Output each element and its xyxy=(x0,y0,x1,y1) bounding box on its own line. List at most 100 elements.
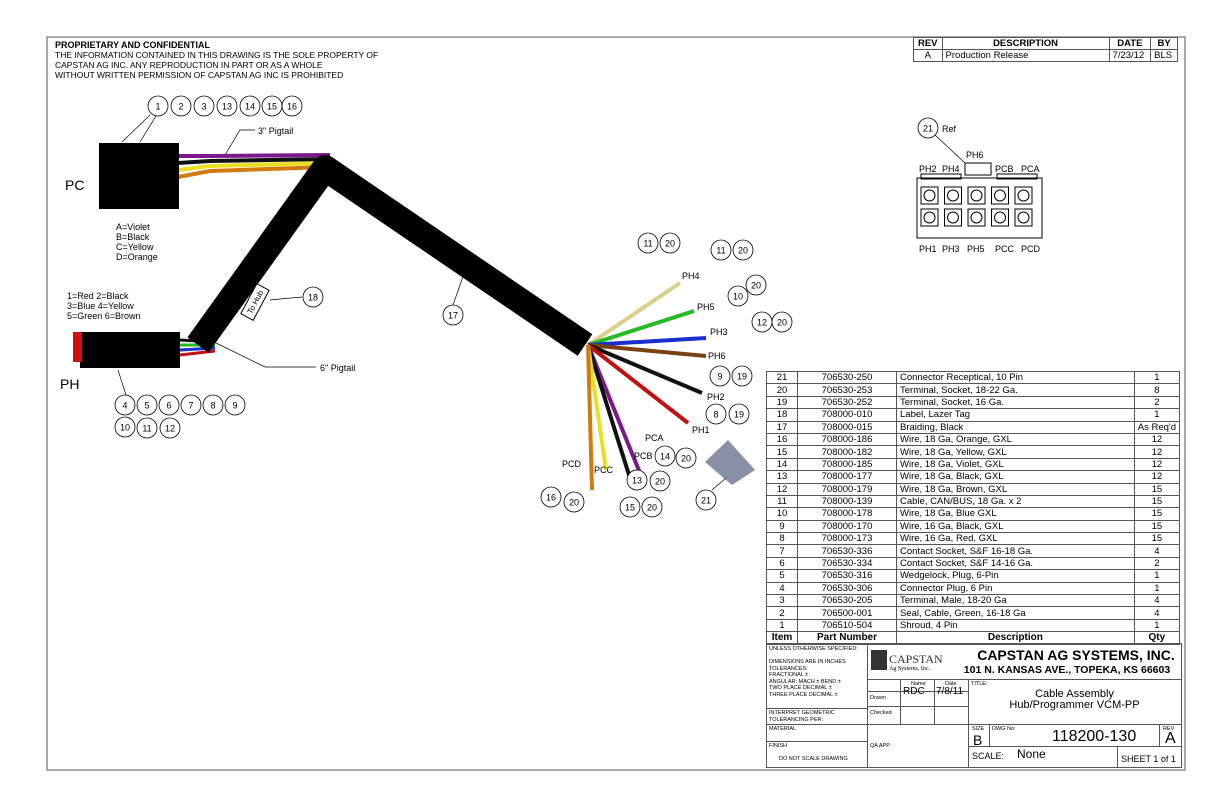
breakout-wire xyxy=(586,343,690,425)
bom-description: Braiding, Black xyxy=(896,420,1135,434)
bom-item: 21 xyxy=(766,370,798,385)
bom-item: 2 xyxy=(766,606,798,620)
braided-cable xyxy=(187,155,593,356)
svg-text:15: 15 xyxy=(625,503,635,513)
pc-legend-item: D=Orange xyxy=(116,252,158,262)
drawing-number: 118200-130 xyxy=(1052,728,1137,745)
bom-part-number: 708000-015 xyxy=(797,420,897,434)
bom-description: Terminal, Socket, 16 Ga. xyxy=(896,395,1135,410)
bom-qty: As Req'd xyxy=(1133,420,1181,434)
ph-legend-item: 3=Blue 4=Yellow xyxy=(67,301,134,311)
item-balloon: 6 xyxy=(158,394,180,416)
bom-item: 17 xyxy=(766,420,798,434)
ph-legend-item: 5=Green 6=Brown xyxy=(67,311,141,321)
page-border xyxy=(46,36,1186,771)
svg-text:20: 20 xyxy=(569,498,579,508)
bom-description: Wire, 18 Ga, Orange, GXL xyxy=(896,432,1135,447)
bom-item: 6 xyxy=(766,556,798,571)
pin-label: PH5 xyxy=(967,244,985,254)
bom-part-number: 708000-170 xyxy=(797,519,897,534)
bom-item: 12 xyxy=(766,482,798,496)
bom-qty: 1 xyxy=(1133,618,1181,633)
svg-text:12: 12 xyxy=(757,318,767,328)
item-balloon: 21 xyxy=(695,489,717,511)
svg-text:11: 11 xyxy=(142,424,151,434)
breakout-wire xyxy=(587,343,707,358)
svg-text:19: 19 xyxy=(737,372,747,382)
bom-item: 20 xyxy=(766,383,798,397)
item-balloon: 15 xyxy=(619,496,641,518)
svg-text:18: 18 xyxy=(308,293,318,303)
pin-label: PCD xyxy=(1021,244,1041,254)
notice-line: THE INFORMATION CONTAINED IN THIS DRAWIN… xyxy=(55,50,379,60)
breakout-wire xyxy=(587,336,707,347)
item-balloon: 21 xyxy=(917,117,939,139)
svg-text:20: 20 xyxy=(647,503,657,513)
item-balloon: 16 xyxy=(281,95,303,117)
svg-text:20: 20 xyxy=(655,477,665,487)
pin-label: PH6 xyxy=(966,150,984,160)
bom-qty: 15 xyxy=(1133,519,1181,534)
svg-text:11: 11 xyxy=(643,239,652,249)
rev-by: BLS xyxy=(1150,49,1178,62)
bom-description: Terminal, Male, 18-20 Ga xyxy=(896,594,1135,608)
bom-qty: 1 xyxy=(1133,408,1181,422)
bom-description: Seal, Cable, Green, 16-18 Ga xyxy=(896,606,1135,620)
bom-qty: 8 xyxy=(1133,383,1181,397)
item-balloon: 19 xyxy=(731,365,753,387)
drawing-title: Cable Assembly xyxy=(1035,688,1114,700)
bom-part-number: 706530-306 xyxy=(797,581,897,596)
interpret-note: INTERPRET GEOMETRIC TOLERANCING PER: xyxy=(769,710,835,723)
tolerance-note: TOLERANCES: xyxy=(769,665,808,672)
svg-text:10: 10 xyxy=(733,292,743,302)
bom-item: 8 xyxy=(766,532,798,546)
date-header: Date xyxy=(945,681,957,687)
bom-description: Connector Plug, 6 Pin xyxy=(896,581,1135,596)
item-balloon: 12 xyxy=(159,417,181,439)
svg-text:13: 13 xyxy=(222,102,232,112)
pc-label: PC xyxy=(65,177,84,193)
bom-description: Terminal, Socket, 18-22 Ga. xyxy=(896,383,1135,397)
svg-text:5: 5 xyxy=(144,401,149,411)
svg-text:20: 20 xyxy=(751,281,761,291)
bom-part-number: 706530-205 xyxy=(797,594,897,608)
pin-label: PH1 xyxy=(919,244,937,254)
breakout-wire xyxy=(586,344,608,471)
svg-text:21: 21 xyxy=(701,496,711,506)
bom-description: Wedgelock, Plug, 6-Pin xyxy=(896,569,1135,583)
breakout-wire xyxy=(587,343,703,395)
item-balloon: 7 xyxy=(180,394,202,416)
tolerance-note: FRACTIONAL ± xyxy=(769,672,809,678)
item-balloon: 20 xyxy=(659,232,681,254)
bom-item: 19 xyxy=(766,395,798,410)
bom-description: Wire, 18 Ga, Blue GXL xyxy=(896,507,1135,521)
pin-label: PH3 xyxy=(942,244,960,254)
bom-part-number: 708000-139 xyxy=(797,494,897,509)
notice-line: WITHOUT WRITTEN PERMISSION OF CAPSTAN AG… xyxy=(55,70,344,80)
breakout-wire xyxy=(586,344,632,479)
ph-wire xyxy=(179,349,216,357)
item-balloon: 11 xyxy=(637,232,659,254)
bom-part-number: 708000-179 xyxy=(797,482,897,496)
svg-text:3: 3 xyxy=(201,102,206,112)
item-balloon: 9 xyxy=(709,365,731,387)
bom-item: 11 xyxy=(766,494,798,509)
qa-label: QA APP xyxy=(870,743,890,749)
pin-label: PH4 xyxy=(942,164,960,174)
dwg-label: DWG No: xyxy=(992,726,1016,732)
pin-label: PCB xyxy=(995,164,1014,174)
by-header: BY xyxy=(1150,37,1178,50)
sheet-number: SHEET 1 of 1 xyxy=(1121,754,1176,764)
item-balloon: 20 xyxy=(641,496,663,518)
date-header: DATE xyxy=(1108,37,1152,50)
bom-description: Shroud, 4 Pin xyxy=(896,618,1135,633)
